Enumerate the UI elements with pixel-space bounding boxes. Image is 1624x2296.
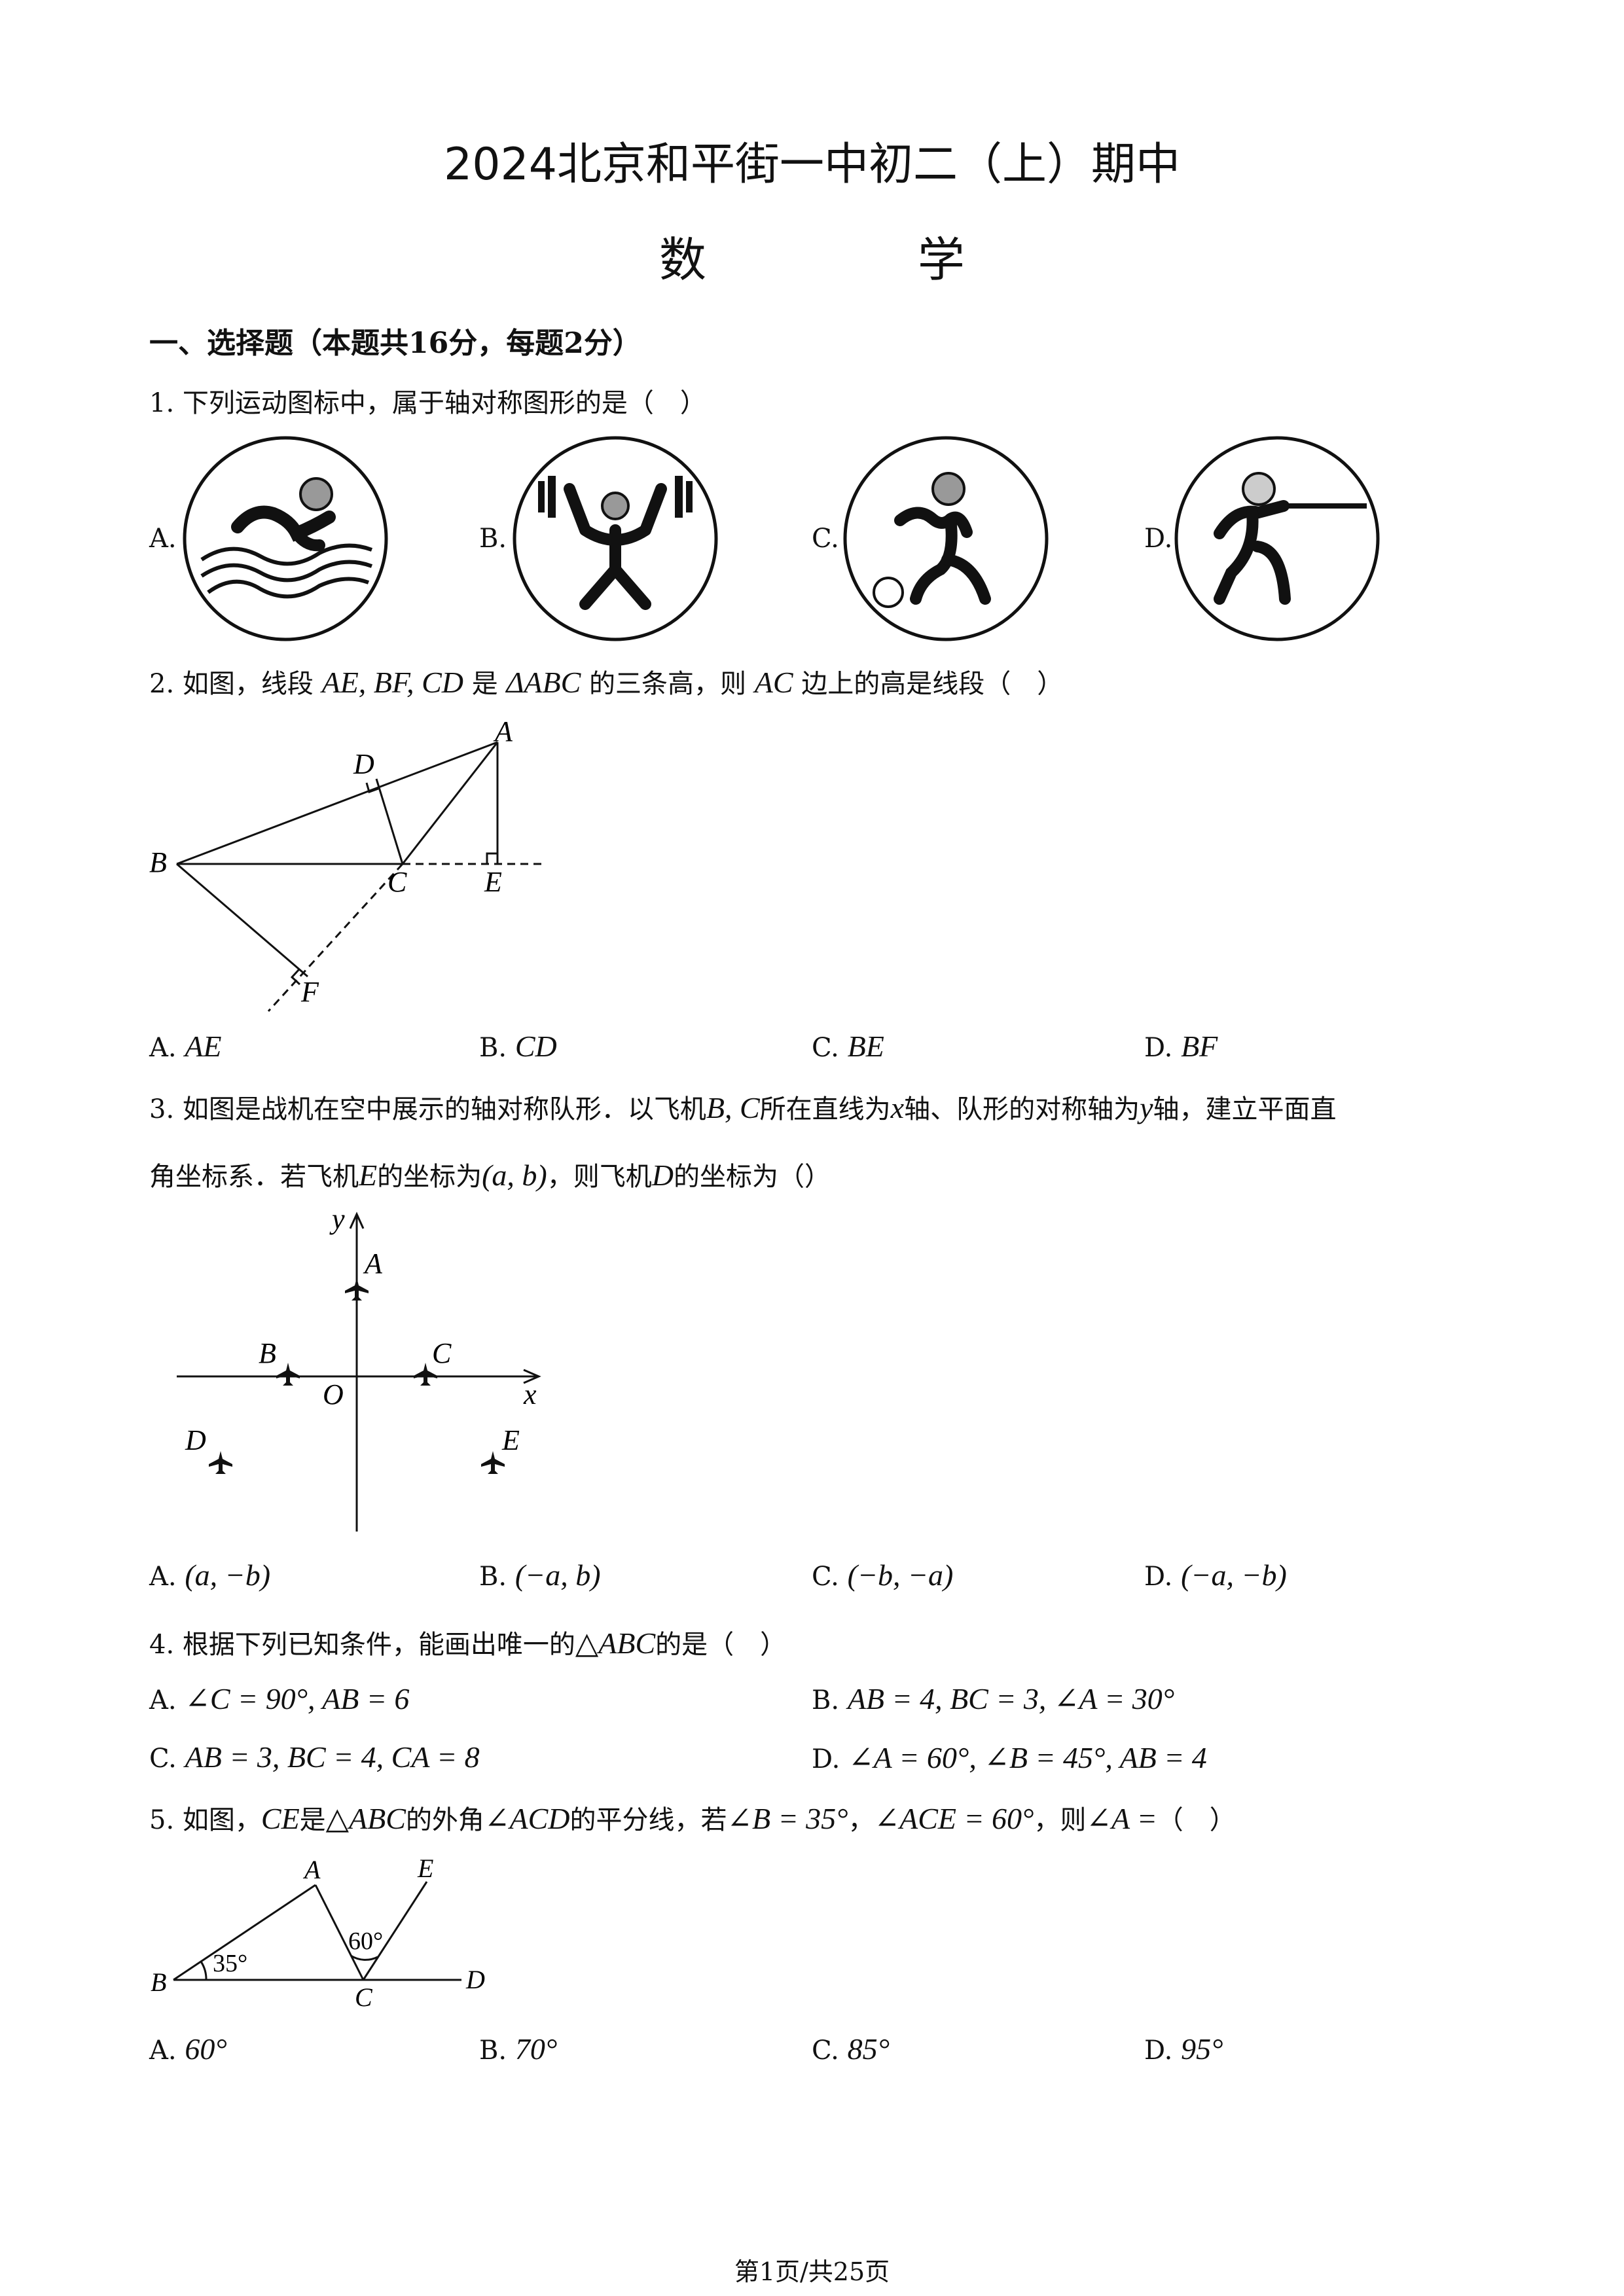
q2-label-f: F [300,976,319,1008]
q2-label-d: D [353,748,374,780]
q5-figure: A E 60° 35° B C D [151,1854,485,2012]
q5-label-c: C [355,1982,373,2012]
q3-label-d: D [185,1424,206,1456]
q3-label-b: B [259,1337,276,1369]
fencing-icon [1174,436,1380,641]
q3-option-a: A. (a, −b) [149,1558,271,1592]
q5-option-c: C. 85° [812,2032,890,2066]
q5-option-d: D. 95° [1144,2032,1223,2066]
q4-option-b: B. AB = 4, BC = 3, ∠A = 30° [812,1682,1175,1715]
q3-label-o: O [323,1378,344,1410]
q3-option-b: B. (−a, b) [479,1558,601,1592]
football-icon [843,436,1049,641]
q2-option-a: A. AE [149,1030,222,1063]
q2-option-c: C. BE [812,1030,884,1063]
q3-option-d: D. (−a, −b) [1144,1558,1287,1592]
weightlifting-icon [513,436,718,641]
q2-figure: A B C D E F [149,720,547,1013]
question-1-stem: 1. 下列运动图标中，属于轴对称图形的是（ ） [149,388,706,418]
swimming-icon [183,436,388,641]
q1-option-a-label: A. [149,524,177,554]
q2-label-e: E [484,866,502,898]
q3-label-y: y [329,1208,345,1235]
q3-figure: y A B C O x D E [177,1208,541,1532]
question-3-line-2: 角坐标系．若飞机E的坐标为(a, b)，则飞机D的坐标为（） [149,1158,831,1192]
q1-option-d-label: D. [1144,524,1173,554]
q5-label-e: E [417,1854,433,1883]
q1-option-c-label: C. [812,524,839,554]
q5-label-a: A [302,1855,321,1884]
q1-option-b-label: B. [479,524,507,554]
q5-option-b: B. 70° [479,2032,558,2066]
question-5-stem: 5. 如图，CE是△ABC的外角∠ACD的平分线，若∠B = 35°，∠ACE … [149,1802,1236,1835]
q2-label-a: A [493,720,513,747]
q2-option-d: D. BF [1144,1030,1218,1063]
question-4-stem: 4. 根据下列已知条件，能画出唯一的△ABC的是（ ） [149,1626,787,1660]
q5-angle-35: 35° [213,1950,247,1977]
subject-title: 数 学 [659,232,1063,287]
q5-label-d: D [465,1965,485,1994]
section-heading: 一、选择题（本题共16分，每题2分） [149,327,641,360]
q5-angle-60: 60° [348,1928,383,1955]
q5-option-a: A. 60° [149,2032,227,2066]
q3-option-c: C. (−b, −a) [812,1558,954,1592]
question-2-stem: 2. 如图，线段 AE, BF, CD 是 ΔABC 的三条高，则 AC 边上的… [149,666,1064,699]
q5-label-b: B [151,1967,166,1997]
q3-label-c: C [432,1337,452,1369]
q3-label-e: E [501,1424,520,1456]
q2-option-b: B. CD [479,1030,557,1063]
page-number: 第1页/共25页 [734,2257,890,2286]
q2-label-c: C [388,866,407,898]
q3-label-a: A [363,1247,383,1280]
q4-option-d: D. ∠A = 60°, ∠B = 45°, AB = 4 [812,1741,1207,1774]
q4-option-c: C. AB = 3, BC = 4, CA = 8 [149,1740,480,1774]
q3-label-x: x [523,1378,537,1410]
question-3-line-1: 3. 如图是战机在空中展示的轴对称队形．以飞机B, C所在直线为x轴、队形的对称… [149,1091,1337,1124]
q4-option-a: A. ∠C = 90°, AB = 6 [149,1682,410,1715]
page-title: 2024北京和平街一中初二（上）期中 [443,139,1181,190]
q2-label-b: B [149,846,167,878]
